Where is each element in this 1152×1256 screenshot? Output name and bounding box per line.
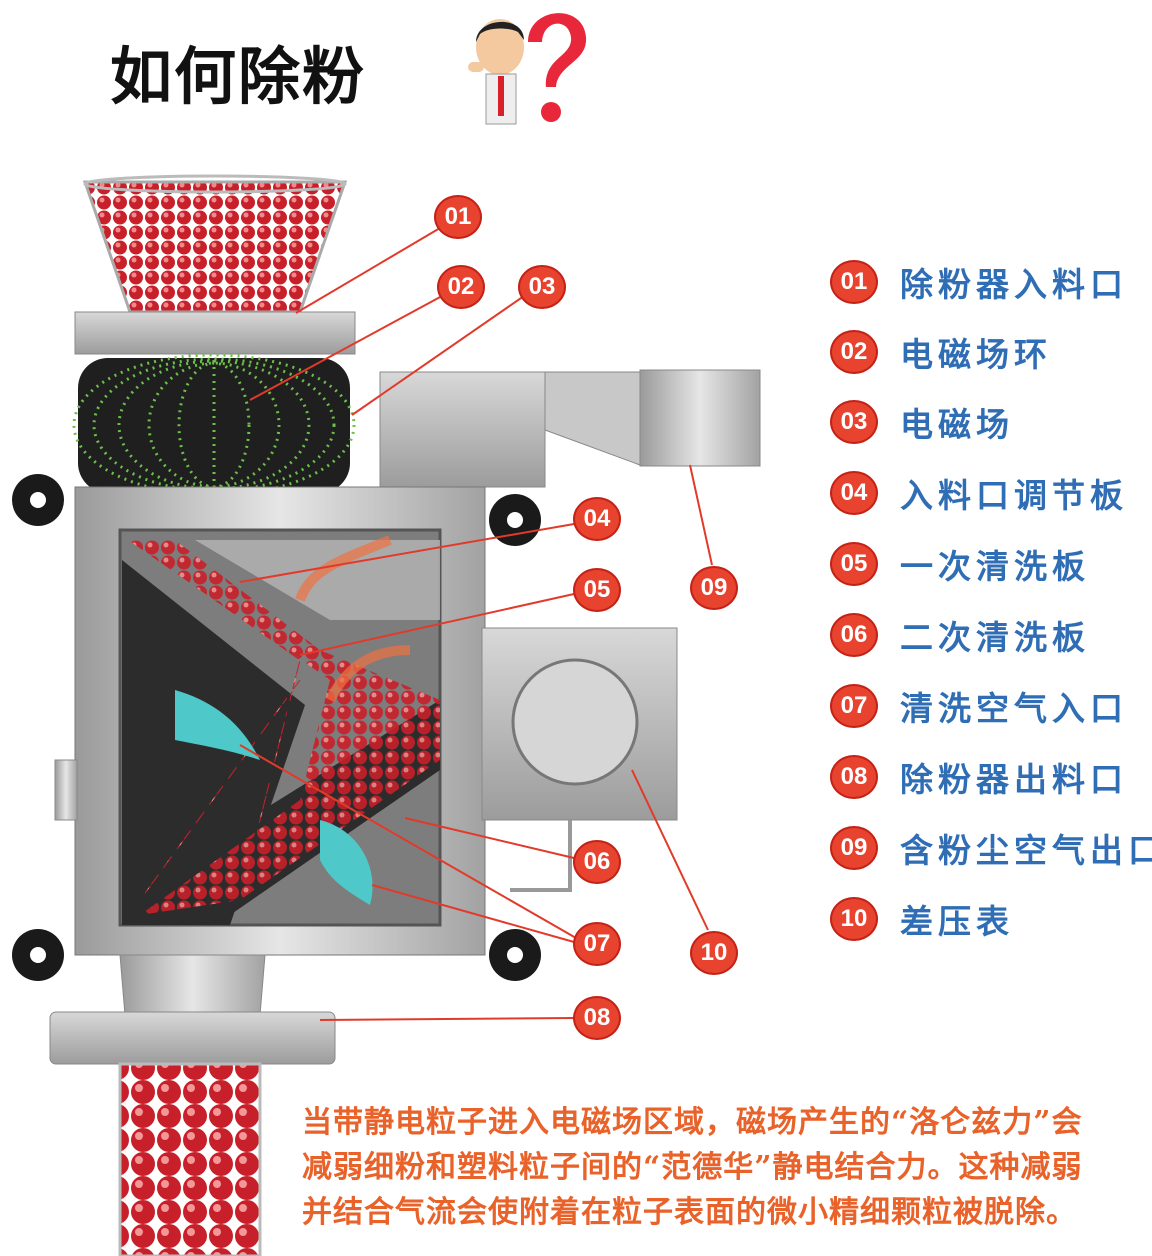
legend-item: 02 电磁场环	[830, 328, 1052, 376]
differential-pressure-gauge	[481, 627, 678, 892]
description-line: 并结合气流会使附着在粒子表面的微小精细颗粒被脱除。	[302, 1195, 1077, 1230]
legend-label: 二次清洗板	[900, 618, 1090, 657]
legend-item: 07 清洗空气入口	[830, 682, 1128, 730]
legend-label: 差压表	[900, 902, 1014, 941]
legend-label: 电磁场	[900, 405, 1014, 444]
callout-08: 08	[573, 996, 621, 1040]
legend-item: 03 电磁场	[830, 398, 1014, 446]
page-title: 如何除粉	[110, 40, 367, 113]
feed-hopper	[82, 174, 348, 314]
outlet	[49, 954, 336, 1256]
legend-item: 09 含粉尘空气出口	[830, 824, 1152, 872]
legend-badge: 10	[830, 897, 878, 941]
callout-01: 01	[434, 195, 482, 239]
legend-badge: 04	[830, 471, 878, 515]
legend-badge: 06	[830, 613, 878, 657]
legend-badge: 02	[830, 330, 878, 374]
legend-label: 除粉器入料口	[900, 265, 1128, 304]
callout-03: 03	[518, 265, 566, 309]
leader-lines	[239, 227, 713, 1021]
legend-badge: 03	[830, 400, 878, 444]
legend-item: 05 一次清洗板	[830, 540, 1090, 588]
callout-02: 02	[437, 265, 485, 309]
legend-label: 除粉器出料口	[900, 760, 1128, 799]
inlet-flange	[74, 311, 356, 355]
exhaust-duct	[379, 369, 761, 488]
description-line: 减弱细粉和塑料粒子间的“范德华”静电结合力。这种减弱	[302, 1150, 1083, 1185]
legend-label: 清洗空气入口	[900, 689, 1128, 728]
legend-label: 入料口调节板	[900, 476, 1128, 515]
thinking-man-question-mark-icon	[468, 13, 587, 125]
legend-badge: 09	[830, 826, 878, 870]
legend-badge: 08	[830, 755, 878, 799]
legend-label: 含粉尘空气出口	[900, 831, 1152, 870]
legend-badge: 07	[830, 684, 878, 728]
legend-badge: 01	[830, 260, 878, 304]
legend-label: 电磁场环	[900, 335, 1052, 374]
legend-badge: 05	[830, 542, 878, 586]
callout-06: 06	[573, 840, 621, 884]
legend-label: 一次清洗板	[900, 547, 1090, 586]
legend-item: 08 除粉器出料口	[830, 753, 1128, 801]
description-paragraph: 当带静电粒子进入电磁场区域，磁场产生的“洛仑兹力”会 减弱细粉和塑料粒子间的“范…	[302, 1100, 1142, 1235]
callout-04: 04	[573, 497, 621, 541]
electromagnetic-coil	[72, 353, 356, 497]
legend-item: 04 入料口调节板	[830, 469, 1128, 517]
main-housing	[74, 486, 486, 956]
legend-item: 01 除粉器入料口	[830, 258, 1128, 306]
callout-10: 10	[690, 931, 738, 975]
callout-05: 05	[573, 568, 621, 612]
legend-item: 06 二次清洗板	[830, 611, 1090, 659]
legend-item: 10 差压表	[830, 895, 1014, 943]
callout-09: 09	[690, 566, 738, 610]
description-line: 当带静电粒子进入电磁场区域，磁场产生的“洛仑兹力”会	[302, 1105, 1083, 1140]
callout-07: 07	[573, 922, 621, 966]
